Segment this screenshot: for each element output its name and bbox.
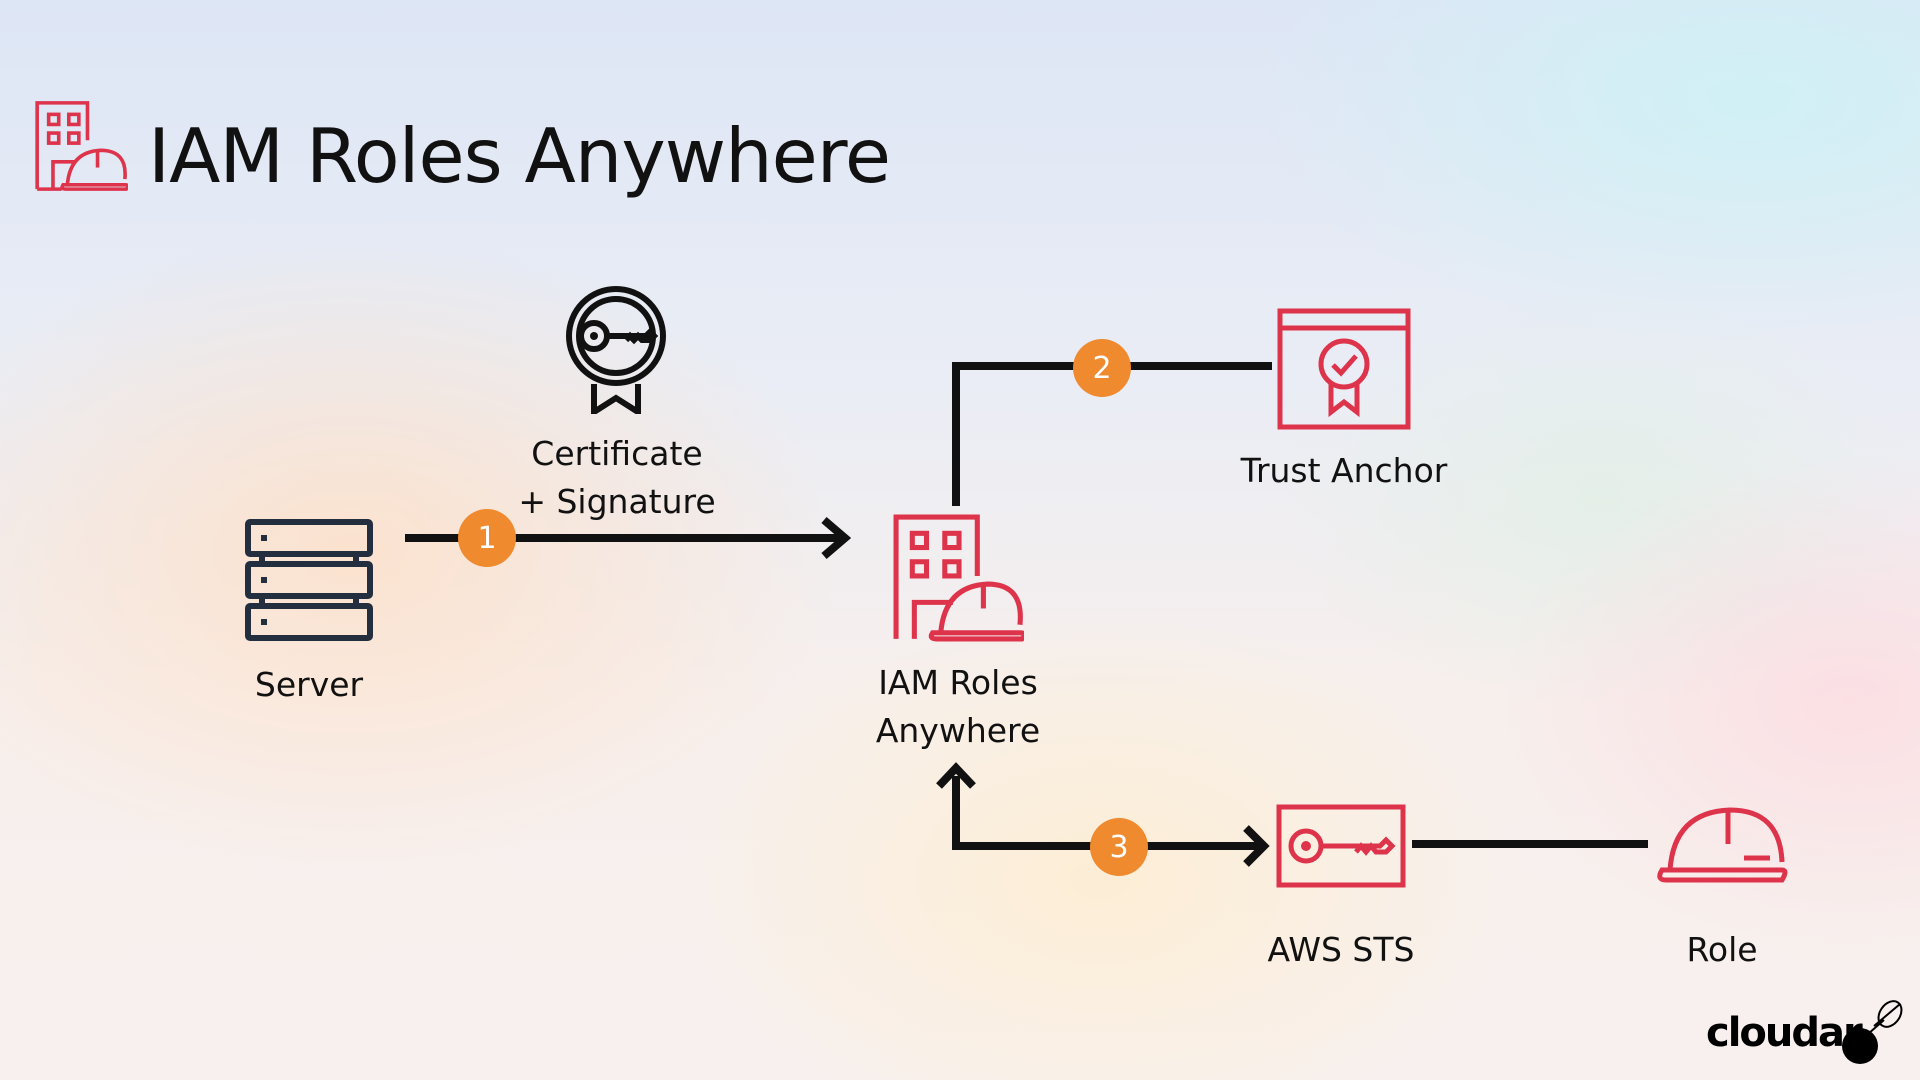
trust-anchor-certificate-icon xyxy=(1277,308,1411,430)
certificate-label-line1: Certificate xyxy=(531,434,703,473)
connector-iam-to-sts xyxy=(952,776,1262,850)
role-label: Role xyxy=(1686,930,1758,969)
iam-roles-anywhere-label-line2: Anywhere xyxy=(875,711,1041,750)
page-title: IAM Roles Anywhere xyxy=(148,112,891,200)
iam-roles-anywhere-label-line1: IAM Roles xyxy=(878,663,1038,702)
arrowhead-3-right xyxy=(1243,825,1270,867)
cloudar-logo-text: cloudar xyxy=(1706,1010,1863,1056)
server-icon xyxy=(245,519,373,641)
iam-roles-anywhere-icon xyxy=(893,514,1024,642)
aws-sts-label: AWS STS xyxy=(1267,930,1415,969)
connector-iam-to-trust-anchor xyxy=(952,362,1272,506)
step-badge-1: 1 xyxy=(458,509,516,567)
step-badge-2: 2 xyxy=(1073,339,1131,397)
trust-anchor-label: Trust Anchor xyxy=(1240,451,1448,490)
satellite-logo-icon xyxy=(1842,1000,1903,1064)
sts-key-icon xyxy=(1276,804,1406,888)
arrowhead-3-up xyxy=(936,762,976,789)
certificate-key-icon xyxy=(566,286,666,414)
certificate-label-line2: + Signature xyxy=(518,482,716,521)
step-badge-3: 3 xyxy=(1090,818,1148,876)
arrowhead-1 xyxy=(821,516,852,560)
cloudar-logo: cloudar xyxy=(1706,1010,1863,1056)
server-label: Server xyxy=(254,665,364,704)
role-helmet-icon xyxy=(1657,807,1788,883)
iam-roles-anywhere-title-icon xyxy=(35,101,128,191)
